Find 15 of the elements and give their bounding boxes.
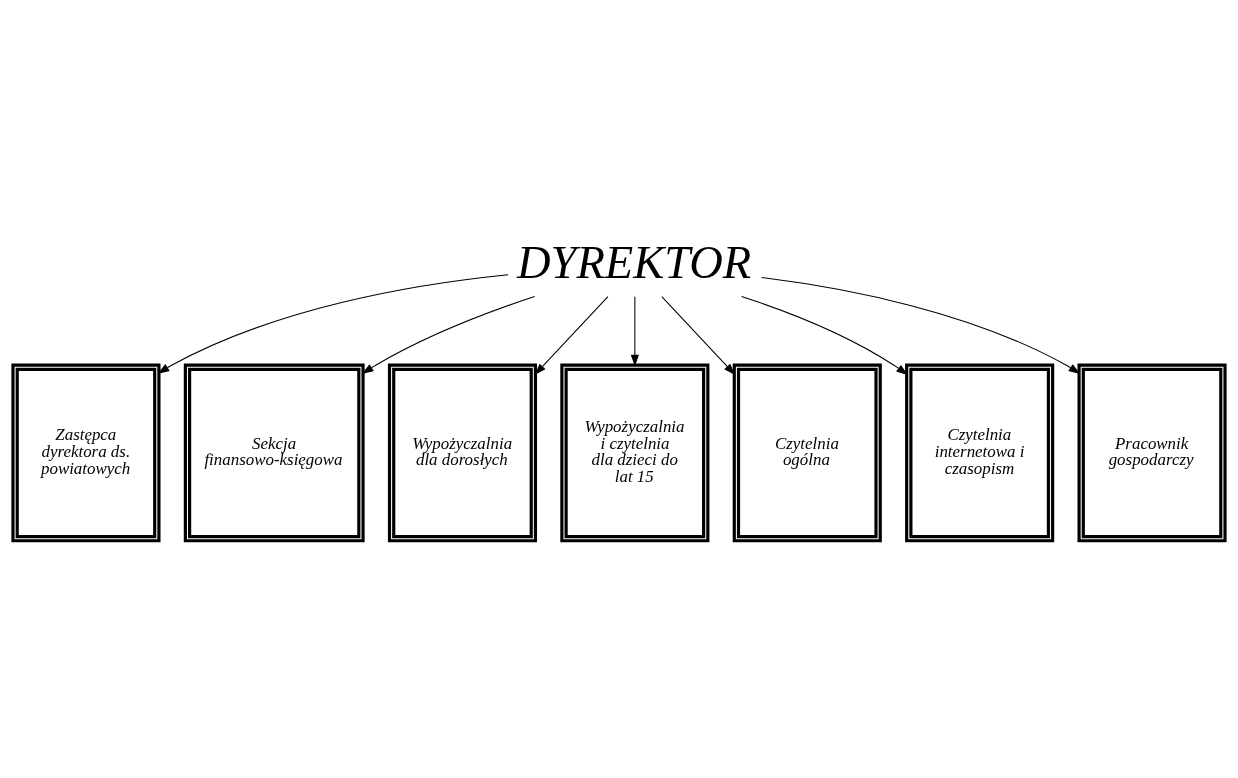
arrow <box>741 295 908 376</box>
node-box: Zastępca dyrektora ds. powiatowych <box>11 363 161 543</box>
node-box: Czytelnia ogólna <box>732 363 882 543</box>
node-text: DYREKTOR <box>516 236 752 288</box>
arrow <box>157 274 509 374</box>
arrow <box>661 296 736 375</box>
node-box: Wypożyczalnia i czytelnia dla dzieci do lat 15 <box>560 363 710 543</box>
arrow <box>630 296 639 367</box>
node-box: Wypożyczalnia dla dorosłych <box>387 363 538 543</box>
node-box: Czytelnia internetowa i czasopism <box>905 363 1055 543</box>
arrow <box>361 295 536 374</box>
node-box: Sekcja finansowo-księgowa <box>183 363 365 543</box>
arrow <box>760 276 1081 374</box>
node-box: Pracownik gospodarczy <box>1077 363 1227 543</box>
arrow <box>534 296 609 375</box>
